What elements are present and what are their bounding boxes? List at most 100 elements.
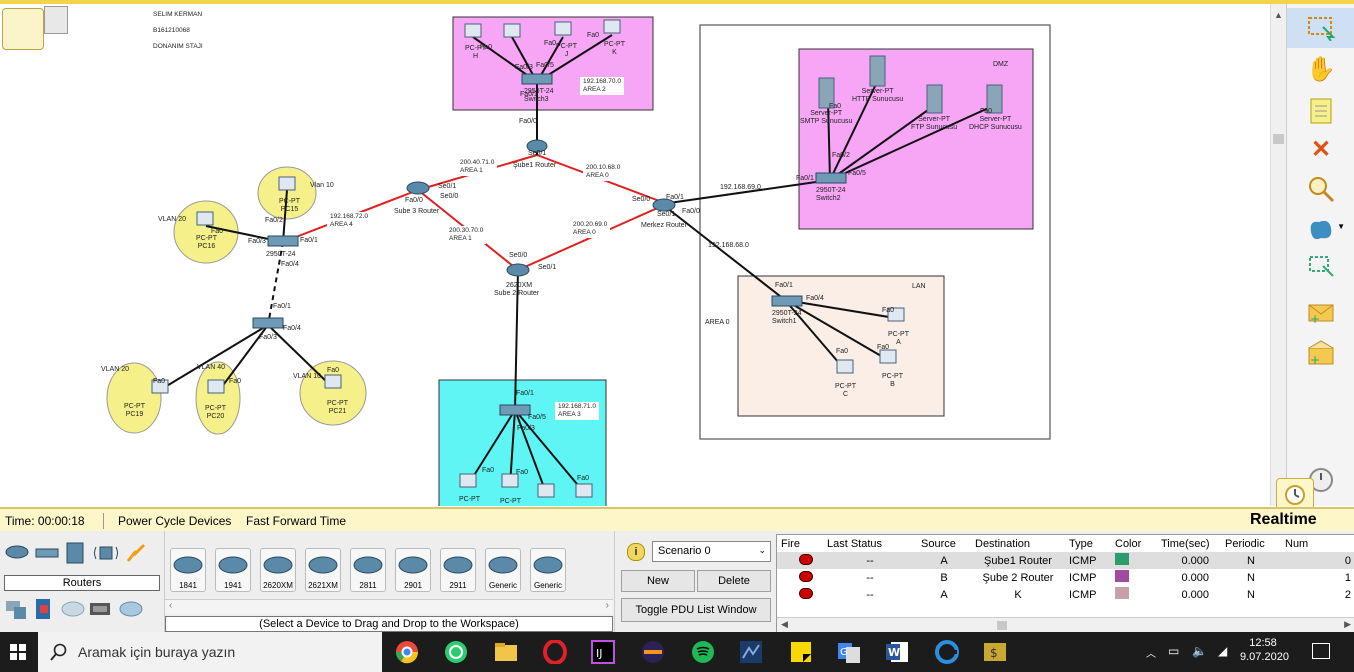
logical-mode-icon[interactable] — [2, 8, 44, 50]
pdu-horizontal-scrollbar[interactable]: ◀ ▶ — [777, 617, 1354, 633]
power-cycle-button[interactable]: Power Cycle Devices — [118, 514, 232, 528]
wan-emulation-category-icon[interactable] — [60, 599, 86, 619]
notification-icon[interactable] — [1312, 643, 1330, 659]
pdu-row[interactable]: -- B Şube 2 Router ICMP 0.000 N 1 — [777, 569, 1354, 586]
place-note-tool[interactable] — [1301, 94, 1341, 128]
server-icon[interactable] — [818, 55, 1003, 114]
device-model-1941[interactable]: 1941 — [215, 548, 251, 592]
edge-icon[interactable] — [932, 637, 962, 667]
model-label: 2621XM — [308, 581, 338, 590]
word-icon[interactable]: W — [882, 637, 912, 667]
fast-forward-button[interactable]: Fast Forward Time — [246, 514, 347, 528]
scroll-right-arrow-icon[interactable]: › — [605, 600, 609, 611]
source-cell: A — [940, 588, 948, 601]
port-label: Fa0 — [229, 378, 242, 385]
new-scenario-button[interactable]: New — [621, 570, 695, 592]
device-model-2621xm[interactable]: 2621XM — [305, 548, 341, 592]
info-icon[interactable]: i — [627, 543, 645, 561]
pc21-label: PC-PT PC21 — [327, 400, 348, 415]
fire-button[interactable] — [799, 553, 813, 565]
device-model-2620xm[interactable]: 2620XM — [260, 548, 296, 592]
physical-mode-icon[interactable] — [44, 6, 68, 34]
wireless-category-icon[interactable] — [92, 543, 120, 563]
port-label: Fa0/0 — [682, 208, 700, 215]
vlan40-zone — [195, 361, 241, 435]
volume-icon[interactable]: 🔈 — [1192, 644, 1207, 658]
battery-icon[interactable]: ▭ — [1168, 644, 1180, 658]
topology-canvas[interactable] — [0, 0, 1270, 506]
custom-devices-category-icon[interactable] — [88, 597, 112, 621]
eclipse-icon[interactable] — [638, 637, 668, 667]
switch-icon[interactable] — [252, 73, 847, 416]
device-model-2901[interactable]: 2901 — [395, 548, 431, 592]
inspect-tool[interactable] — [1301, 172, 1341, 206]
move-layout-tool[interactable]: ✋ — [1301, 52, 1341, 86]
port-label: Fa0/1 — [796, 175, 814, 182]
end-devices-category-icon[interactable] — [4, 597, 28, 621]
fire-button[interactable] — [799, 587, 813, 599]
switch4-label: 2950T-24 — [266, 251, 296, 258]
port-label: Se0/1 — [538, 264, 557, 271]
chrome-icon[interactable] — [392, 637, 422, 667]
port-label: Fa0/1 — [666, 194, 684, 201]
start-button[interactable] — [0, 632, 36, 672]
device-model-generic-1[interactable]: Generic — [485, 548, 521, 592]
taskbar-clock[interactable]: 12:58 9.07.2020 — [1240, 636, 1289, 664]
area3-note: 192.168.71.0 AREA 3 — [555, 402, 599, 420]
shape-icon — [1310, 220, 1332, 240]
scroll-thumb[interactable] — [1273, 134, 1284, 144]
periodic-cell: N — [1247, 588, 1255, 601]
resize-shape-tool[interactable] — [1301, 250, 1341, 284]
device-model-1841[interactable]: 1841 — [170, 548, 206, 592]
realtime-mode-tab[interactable] — [1276, 478, 1314, 512]
add-simple-pdu-tool[interactable]: + — [1301, 296, 1341, 330]
scroll-left-arrow-icon[interactable]: ‹ — [169, 600, 173, 611]
toggle-pdu-list-button[interactable]: Toggle PDU List Window — [621, 598, 771, 622]
scroll-thumb[interactable] — [997, 621, 1007, 630]
add-complex-pdu-tool[interactable]: + — [1301, 336, 1341, 370]
port-label: Fa0/1 — [520, 91, 538, 98]
whatsapp-icon[interactable] — [441, 637, 471, 667]
workspace-vertical-scrollbar[interactable]: ▲ ▼ — [1270, 4, 1287, 506]
pdu-row[interactable]: -- A Şube1 Router ICMP 0.000 N 0 — [777, 552, 1354, 569]
pc-icon[interactable] — [151, 19, 905, 498]
scroll-right-arrow-icon[interactable]: ▶ — [1344, 619, 1351, 629]
draw-shape-tool[interactable]: ▼ — [1301, 212, 1345, 246]
topology-workspace[interactable]: SELIM KERMAN B161210068 DONANIM STAJI AR… — [0, 0, 1270, 506]
device-model-2811[interactable]: 2811 — [350, 548, 386, 592]
sticky-notes-icon[interactable] — [786, 637, 816, 667]
scroll-left-arrow-icon[interactable]: ◀ — [781, 619, 788, 629]
pdu-row[interactable]: -- A K ICMP 0.000 N 2 — [777, 586, 1354, 603]
port-label: Fa0 — [211, 228, 224, 235]
connections-category-icon[interactable] — [124, 541, 148, 565]
hubs-category-icon[interactable] — [64, 541, 86, 565]
wifi-icon[interactable]: ◢ — [1218, 644, 1228, 658]
scenario-select[interactable]: Scenario 0 ⌄ — [652, 541, 771, 562]
chevron-up-icon[interactable]: ︿ — [1146, 649, 1156, 660]
select-tool[interactable] — [1287, 8, 1354, 48]
sube1-router-label: Şube1 Router — [513, 162, 557, 169]
router-icon[interactable] — [406, 139, 676, 277]
switch2-label: 2950T-24 Switch2 — [816, 187, 846, 202]
opera-icon[interactable] — [540, 637, 570, 667]
delete-tool[interactable]: ✕ — [1301, 132, 1341, 166]
delete-scenario-button[interactable]: Delete — [697, 570, 771, 592]
device-scrollbar[interactable]: ‹ › — [165, 599, 613, 614]
routers-category-icon[interactable] — [4, 543, 30, 563]
device-model-2911[interactable]: 2911 — [440, 548, 476, 592]
scroll-up-arrow-icon[interactable]: ▲ — [1274, 10, 1283, 20]
spotify-icon[interactable] — [688, 637, 718, 667]
packet-tracer-icon[interactable] — [736, 637, 766, 667]
security-category-icon[interactable] — [32, 597, 56, 621]
svg-text:+: + — [1310, 353, 1320, 366]
file-explorer-icon[interactable] — [491, 637, 521, 667]
taskbar-search-box[interactable]: Aramak için buraya yazın — [38, 632, 382, 672]
device-model-generic-2[interactable]: Generic — [530, 548, 566, 592]
money-app-icon[interactable]: $ — [980, 637, 1010, 667]
fire-button[interactable] — [799, 570, 813, 582]
multiuser-category-icon[interactable] — [118, 599, 144, 619]
intellij-icon[interactable]: IJ — [588, 637, 618, 667]
switches-category-icon[interactable] — [34, 543, 60, 563]
google-translate-icon[interactable]: G — [834, 637, 864, 667]
port-label: Fa0/4 — [806, 295, 824, 302]
